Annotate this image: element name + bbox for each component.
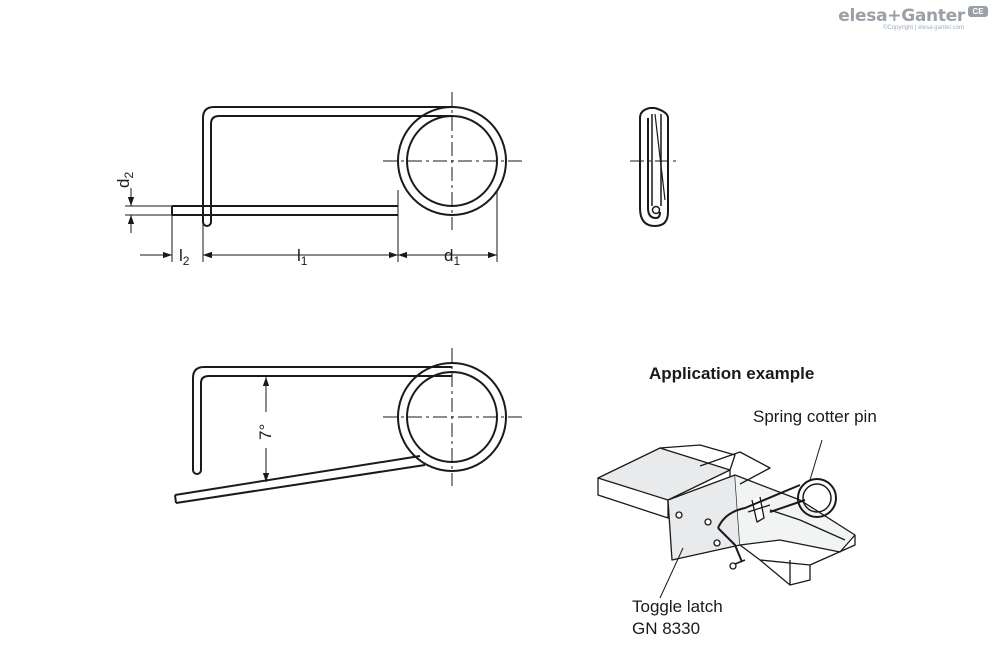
front-view	[171, 92, 522, 230]
label-l1: l1	[297, 246, 307, 268]
toggle-latch-label: Toggle latch	[632, 597, 723, 616]
front-view-dimensions	[125, 188, 498, 262]
label-d2-sub: 2	[122, 171, 136, 179]
label-d2-base: d	[114, 178, 133, 188]
label-l2-sub: 2	[182, 254, 190, 268]
label-angle: 7°	[256, 423, 275, 440]
label-d1-base: d	[444, 246, 454, 265]
brand-copyright: ©Copyright | elesa-ganter.com	[882, 25, 964, 31]
application-title: Application example	[649, 364, 815, 383]
brand-name: elesa+Ganter	[838, 6, 965, 26]
label-l2-base: l	[179, 246, 183, 265]
label-d1-sub: 1	[453, 254, 461, 268]
open-view	[174, 348, 522, 504]
spring-cotter-pin-label: Spring cotter pin	[753, 407, 877, 426]
label-d2: d2	[114, 172, 136, 188]
label-l1-sub: 1	[300, 254, 308, 268]
side-view	[630, 107, 678, 228]
label-l2: l2	[179, 246, 189, 268]
brand-mark-icon: CE	[968, 6, 988, 17]
toggle-latch-code: GN 8330	[632, 619, 701, 638]
label-d1: d1	[444, 246, 460, 268]
label-l1-base: l	[297, 246, 301, 265]
toggle-latch-illustration	[597, 439, 856, 599]
